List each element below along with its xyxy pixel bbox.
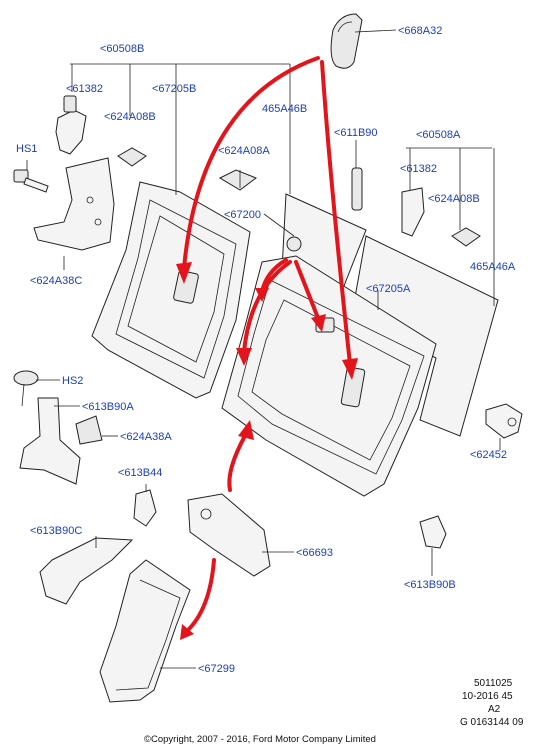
callout-624A38C: <624A38C (30, 275, 82, 287)
callout-613B90C: <613B90C (30, 525, 82, 537)
callout-61382-left: <61382 (66, 83, 103, 95)
reference-line-4: G 0163144 09 (460, 717, 524, 728)
part-67205A-seatback-right[interactable] (221, 255, 437, 497)
part-613B90B[interactable] (419, 515, 447, 549)
part-67200-clip[interactable] (286, 236, 302, 252)
callout-624A08B-left: <624A08B (104, 111, 156, 123)
callout-60508A: <60508A (416, 129, 461, 141)
callout-613B90B: <613B90B (404, 579, 456, 591)
part-613B44[interactable] (133, 489, 157, 527)
callout-624A08B-right: <624A08B (428, 193, 480, 205)
callout-67200: <67200 (224, 209, 261, 221)
part-67299-panel[interactable] (99, 559, 191, 703)
reference-line-3: A2 (488, 704, 501, 715)
part-HS2-bolt[interactable] (13, 370, 39, 407)
callout-61382-right: <61382 (400, 163, 437, 175)
callout-labels: <668A32 <60508B <61382 <624A08B <67205B … (16, 25, 516, 675)
callout-613B90A: <613B90A (82, 401, 134, 413)
assembly-arrows (176, 56, 358, 640)
part-613B90C[interactable] (39, 537, 134, 605)
part-67205B-seatback-left[interactable] (91, 181, 251, 399)
reference-line-1: 5011025 (474, 678, 513, 689)
part-613B90A[interactable] (19, 397, 81, 485)
callout-624A08A: <624A08A (218, 145, 270, 157)
callout-465A46A: 465A46A (470, 261, 516, 273)
callout-HS2: HS2 (62, 375, 83, 387)
callout-613B44: <613B44 (118, 467, 162, 479)
part-668A32[interactable] (330, 13, 363, 69)
callout-668A32: <668A32 (398, 25, 442, 37)
callout-67205A: <67205A (366, 283, 411, 295)
callout-624A38A: <624A38A (120, 431, 172, 443)
callout-465A46B: 465A46B (262, 103, 307, 115)
callout-HS1: HS1 (16, 143, 37, 155)
callout-67205B: <67205B (152, 83, 196, 95)
part-611B90[interactable] (351, 167, 363, 211)
part-624A38C-bracket[interactable] (33, 157, 115, 251)
part-624A08B-right[interactable] (451, 227, 481, 247)
part-624A38A[interactable] (75, 415, 103, 445)
part-61382-left[interactable] (55, 95, 87, 155)
callout-67299: <67299 (198, 663, 235, 675)
callout-62452: <62452 (470, 449, 507, 461)
callout-66693: <66693 (296, 547, 333, 559)
part-62452[interactable] (485, 403, 523, 439)
leader-lines (26, 29, 501, 669)
callout-611B90: <611B90 (334, 127, 378, 139)
reference-line-2: 10-2016 45 (462, 691, 513, 702)
reference-block: 5011025 10-2016 45 A2 G 0163144 09 (460, 678, 524, 728)
part-HS1-bolt[interactable] (13, 169, 49, 193)
part-66693[interactable] (187, 493, 271, 577)
part-624A08B-left[interactable] (117, 147, 147, 167)
callout-60508B: <60508B (100, 43, 144, 55)
part-624A08A[interactable] (218, 169, 258, 191)
copyright-text: ©Copyright, 2007 - 2016, Ford Motor Comp… (144, 734, 376, 745)
part-61382-right[interactable] (401, 187, 425, 237)
